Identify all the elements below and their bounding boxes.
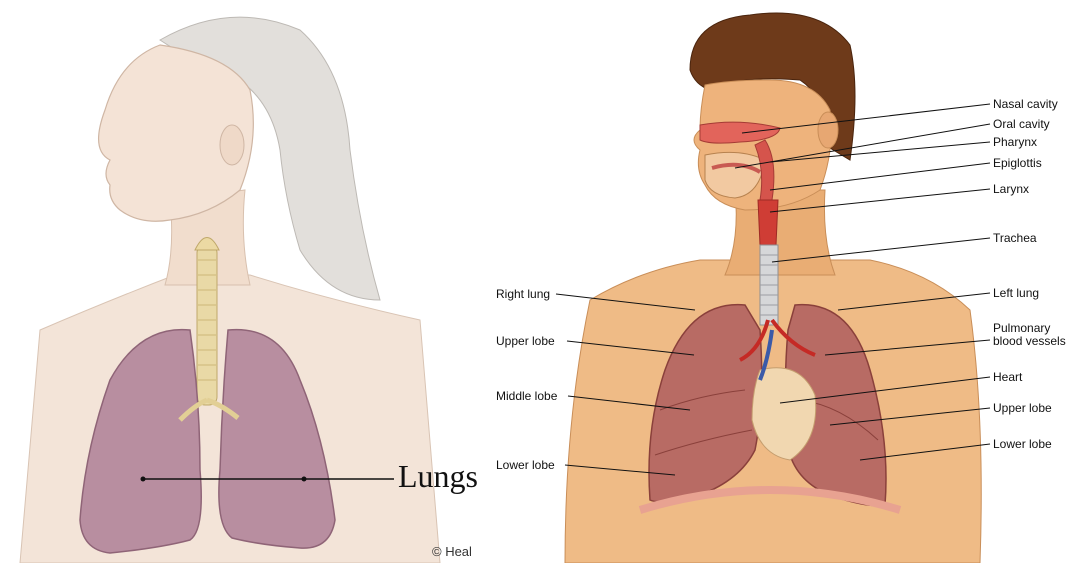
lower-lobe-left-label: Lower lobe bbox=[993, 437, 1052, 451]
copyright-text: © Heal bbox=[432, 544, 472, 559]
right-figure bbox=[556, 13, 990, 563]
middle-lobe-label: Middle lobe bbox=[496, 389, 557, 403]
left-lung-label: Left lung bbox=[993, 286, 1039, 300]
epiglottis-label: Epiglottis bbox=[993, 156, 1042, 170]
lungs-label: Lungs bbox=[398, 458, 478, 495]
oral-cavity-label: Oral cavity bbox=[993, 117, 1050, 131]
larynx-shape bbox=[758, 200, 778, 245]
pharynx-label: Pharynx bbox=[993, 135, 1037, 149]
heart-label: Heart bbox=[993, 370, 1022, 384]
right-lung-label: Right lung bbox=[496, 287, 550, 301]
trachea-label: Trachea bbox=[993, 231, 1037, 245]
nasal-cavity-label: Nasal cavity bbox=[993, 97, 1058, 111]
lower-lobe-right-label: Lower lobe bbox=[496, 458, 555, 472]
pulmonary-blood-vessels-label: Pulmonary blood vessels bbox=[993, 322, 1077, 348]
upper-lobe-right-label: Upper lobe bbox=[496, 334, 555, 348]
left-trachea bbox=[197, 245, 217, 405]
larynx-label: Larynx bbox=[993, 182, 1029, 196]
left-ear bbox=[220, 125, 244, 165]
left-figure bbox=[20, 17, 440, 563]
upper-lobe-left-label: Upper lobe bbox=[993, 401, 1052, 415]
right-ear bbox=[818, 112, 838, 148]
